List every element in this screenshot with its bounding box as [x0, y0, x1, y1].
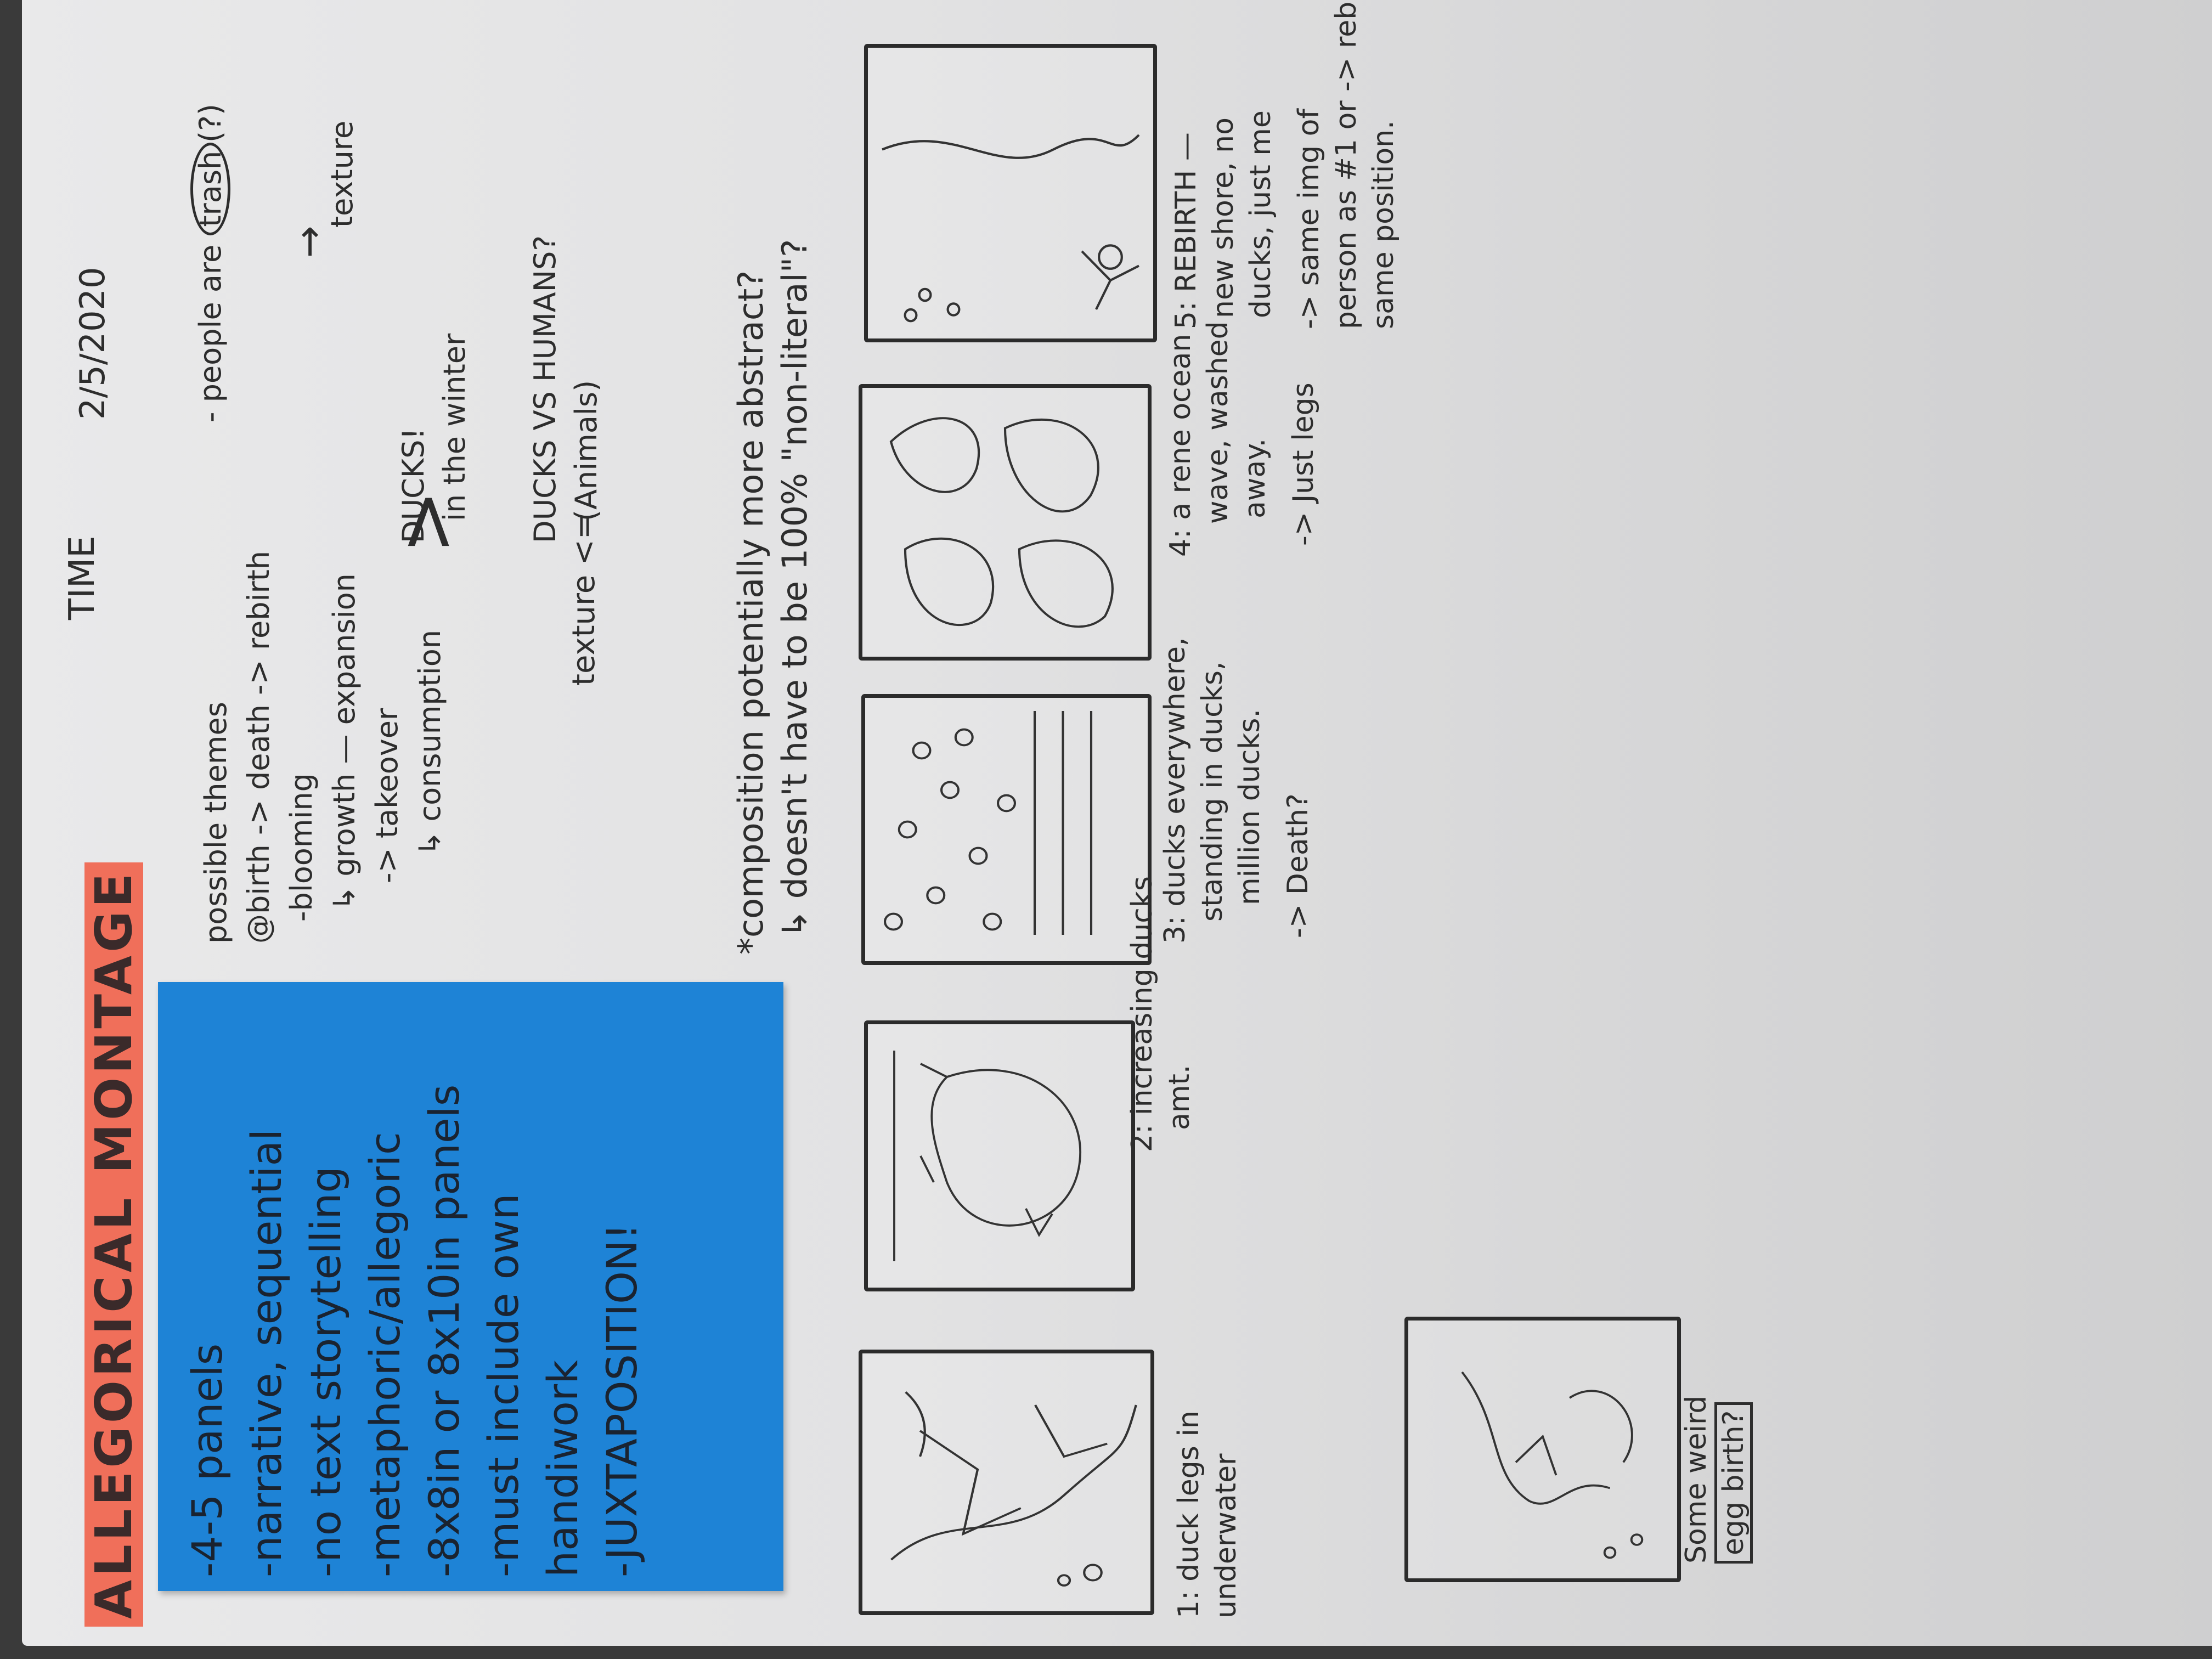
caption-line: -> Just legs	[1287, 382, 1320, 546]
requirement-line: -JUXTAPOSITION!	[597, 1223, 646, 1577]
caption-line: 5: REBIRTH —	[1170, 132, 1203, 329]
sticky-note-text: -4-5 panels -narrative, sequential -no t…	[181, 1085, 655, 1577]
caption-line: person as #1 or -> rebirth	[1330, 0, 1363, 329]
panel-5-sketch	[864, 44, 1157, 342]
caption-line: 3: ducks everywhere,	[1159, 637, 1192, 944]
boxed-caption: egg birth?	[1714, 1402, 1753, 1564]
panel-4-caption: 4: a rene ocean wave, washed away. -> Ju…	[1163, 321, 1323, 557]
caption-line: 1: duck legs in	[1172, 1410, 1205, 1618]
requirement-line: handiwork	[538, 1359, 587, 1577]
page-title: ALLEGORICAL MONTAGE	[82, 862, 145, 1627]
people-suffix: (?)	[193, 104, 228, 143]
requirement-line: -must include own	[479, 1193, 528, 1577]
theme-line: -blooming	[284, 773, 319, 922]
requirement-line: -metaphoric/allegoric	[360, 1132, 409, 1577]
panel-4-sketch	[859, 384, 1152, 661]
caption-line: million ducks.	[1233, 708, 1266, 905]
panel-2-sketch	[864, 1020, 1135, 1291]
panel-3-caption: 3: ducks everywhere, standing in ducks, …	[1158, 637, 1318, 944]
caption-line: ducks, just me	[1244, 110, 1277, 318]
panel-1-sketch	[859, 1350, 1154, 1615]
people-prefix: - people are	[193, 235, 228, 422]
caption-line: same position.	[1367, 120, 1400, 329]
panel-1-caption: 1: duck legs in underwater	[1171, 1410, 1246, 1618]
composition-note: *composition potentially more abstract? …	[730, 239, 817, 955]
theme-line: -> takeover	[370, 708, 404, 883]
caption-line: -> Death?	[1282, 793, 1314, 938]
caption-line: standing in ducks,	[1196, 661, 1229, 922]
requirement-line: -narrative, sequential	[242, 1128, 291, 1577]
caption-line: 4: a rene ocean	[1164, 334, 1197, 557]
caption-line: Some weird	[1680, 1395, 1713, 1564]
caption-line: wave, washed	[1201, 321, 1234, 524]
composition-line: ↳ doesn't have to be 100% "non-literal"?	[775, 239, 815, 938]
panel-5-caption: 5: REBIRTH — new shore, no ducks, just m…	[1169, 0, 1403, 329]
composition-line: *composition potentially more abstract?	[731, 270, 771, 955]
caption-line: 2: increasing ducks	[1126, 876, 1159, 1152]
theme-line: @birth -> death -> rebirth	[241, 550, 276, 944]
requirement-line: -no text storytelling	[301, 1166, 350, 1577]
caption-line: underwater	[1210, 1453, 1243, 1618]
ducks-note: DUCKS! in the winter DUCKS VS HUMANS? (A…	[395, 235, 609, 543]
ducks-vs-humans: DUCKS VS HUMANS?	[528, 235, 562, 543]
caption-line: away.	[1239, 438, 1272, 518]
theme-line: ↳ consumption	[413, 629, 447, 856]
people-note: - people are trash(?)	[190, 104, 230, 422]
panel-6-caption: Some weird egg birth?	[1679, 1396, 1753, 1564]
date-label: 2/5/2020	[72, 267, 112, 420]
panel-3-sketch	[861, 694, 1152, 965]
highlighted-title: ALLEGORICAL MONTAGE	[84, 862, 143, 1627]
texture-arrow-note: texture <=	[566, 514, 602, 686]
caption-line: -> same img of	[1293, 109, 1325, 329]
ducks-line: DUCKS!	[396, 427, 431, 543]
panel-6-sketch	[1404, 1317, 1681, 1582]
requirement-line: -4-5 panels	[183, 1343, 232, 1577]
theme-line: ↳ growth — expansion	[327, 573, 362, 911]
requirement-line: -8x8in or 8x10in panels	[420, 1084, 469, 1577]
arrow-icon: →	[286, 225, 331, 258]
circled-word: trash	[190, 142, 230, 235]
caption-line: new shore, no	[1207, 117, 1240, 318]
ducks-line: in the winter	[437, 333, 472, 521]
themes-list: possible themes @birth -> death -> rebir…	[198, 551, 454, 944]
texture-note: texture	[325, 120, 359, 228]
themes-heading: possible themes	[199, 702, 233, 944]
sticky-note	[158, 982, 783, 1591]
animals-note: (Animals)	[569, 380, 603, 521]
time-label: TIME	[62, 535, 103, 620]
caption-line: egg birth?	[1714, 1396, 1753, 1564]
